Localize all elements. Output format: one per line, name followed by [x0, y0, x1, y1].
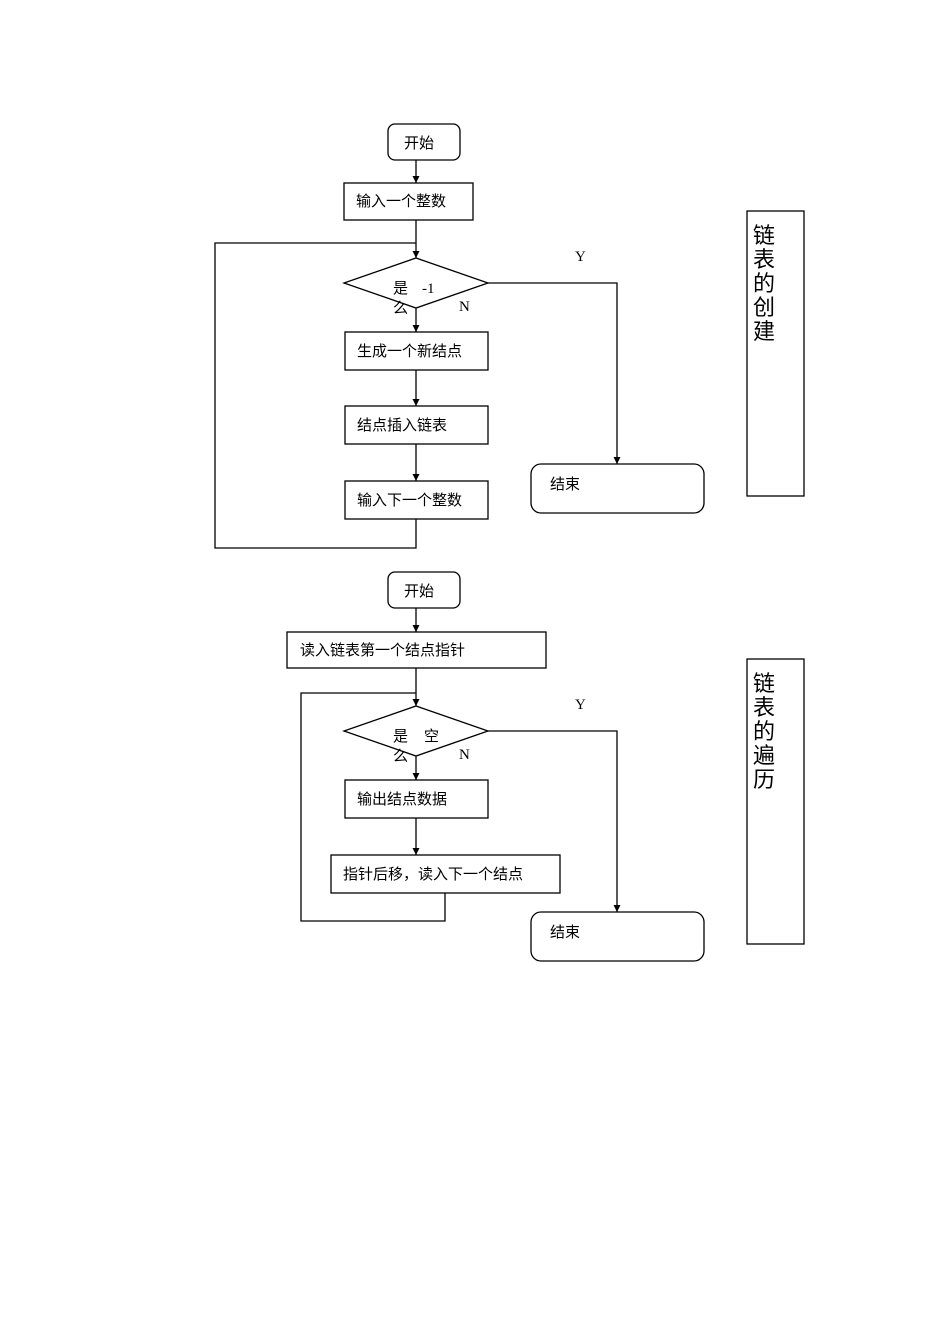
insert-node-box [344, 405, 489, 445]
insert-node-label: 结点插入链表 [357, 416, 447, 434]
side-title-box [746, 658, 805, 945]
input-integer-box [343, 182, 474, 221]
end-label: 结束 [550, 475, 580, 493]
arrow-yes-to-end [488, 730, 621, 912]
input-next-label: 输入下一个整数 [357, 491, 462, 509]
start-terminator [387, 571, 461, 609]
flow-traverse: 开始 读入链表第一个结点指针 是 空 么 Y N 输出结点数据 指针后移，读入下… [286, 571, 805, 962]
side-title-char: 的 [753, 720, 775, 745]
read-first-box [286, 631, 547, 669]
side-title-char: 历 [753, 768, 775, 793]
end-terminator [530, 463, 705, 514]
side-title-char: 表 [753, 248, 775, 273]
input-next-box [344, 480, 489, 520]
decision-diamond [342, 257, 490, 309]
input-integer-label: 输入一个整数 [356, 192, 446, 210]
decision-bottom-label: 么 [393, 299, 408, 317]
decision-left-label: 是 [393, 727, 408, 745]
side-title-char: 链 [753, 672, 775, 697]
decision-right-label: 空 [424, 727, 439, 745]
new-node-box [344, 331, 489, 371]
side-title-char: 表 [753, 696, 775, 721]
side-title-box [746, 210, 805, 497]
side-title-char: 的 [753, 272, 775, 297]
start-label: 开始 [404, 582, 434, 600]
start-terminator [387, 123, 461, 161]
move-pointer-box [330, 854, 561, 894]
new-node-label: 生成一个新结点 [357, 342, 462, 360]
output-data-label: 输出结点数据 [357, 790, 447, 808]
move-pointer-label: 指针后移，读入下一个结点 [343, 865, 523, 883]
decision-bottom-label: 么 [393, 747, 408, 765]
start-label: 开始 [404, 134, 434, 152]
no-label: N [459, 747, 470, 763]
yes-label: Y [575, 249, 586, 265]
decision-right-label: -1 [422, 281, 435, 297]
flow-create: 开始 输入一个整数 是 -1 么 Y N 生成一个新结点 结点插入链表 输入下一… [214, 123, 805, 549]
side-title-char: 创 [753, 296, 775, 321]
decision-left-label: 是 [393, 279, 408, 297]
end-terminator [530, 911, 705, 962]
arrow-yes-to-end [488, 282, 621, 464]
read-first-label: 读入链表第一个结点指针 [300, 641, 465, 659]
side-title-char: 链 [753, 224, 775, 249]
yes-label: Y [575, 697, 586, 713]
side-title-char: 遍 [753, 744, 775, 769]
end-label: 结束 [550, 923, 580, 941]
loop-back-line [214, 242, 417, 549]
output-data-box [344, 779, 489, 819]
decision-diamond [342, 705, 490, 757]
loop-back-line [300, 692, 446, 922]
no-label: N [459, 299, 470, 315]
side-title-char: 建 [753, 320, 775, 345]
